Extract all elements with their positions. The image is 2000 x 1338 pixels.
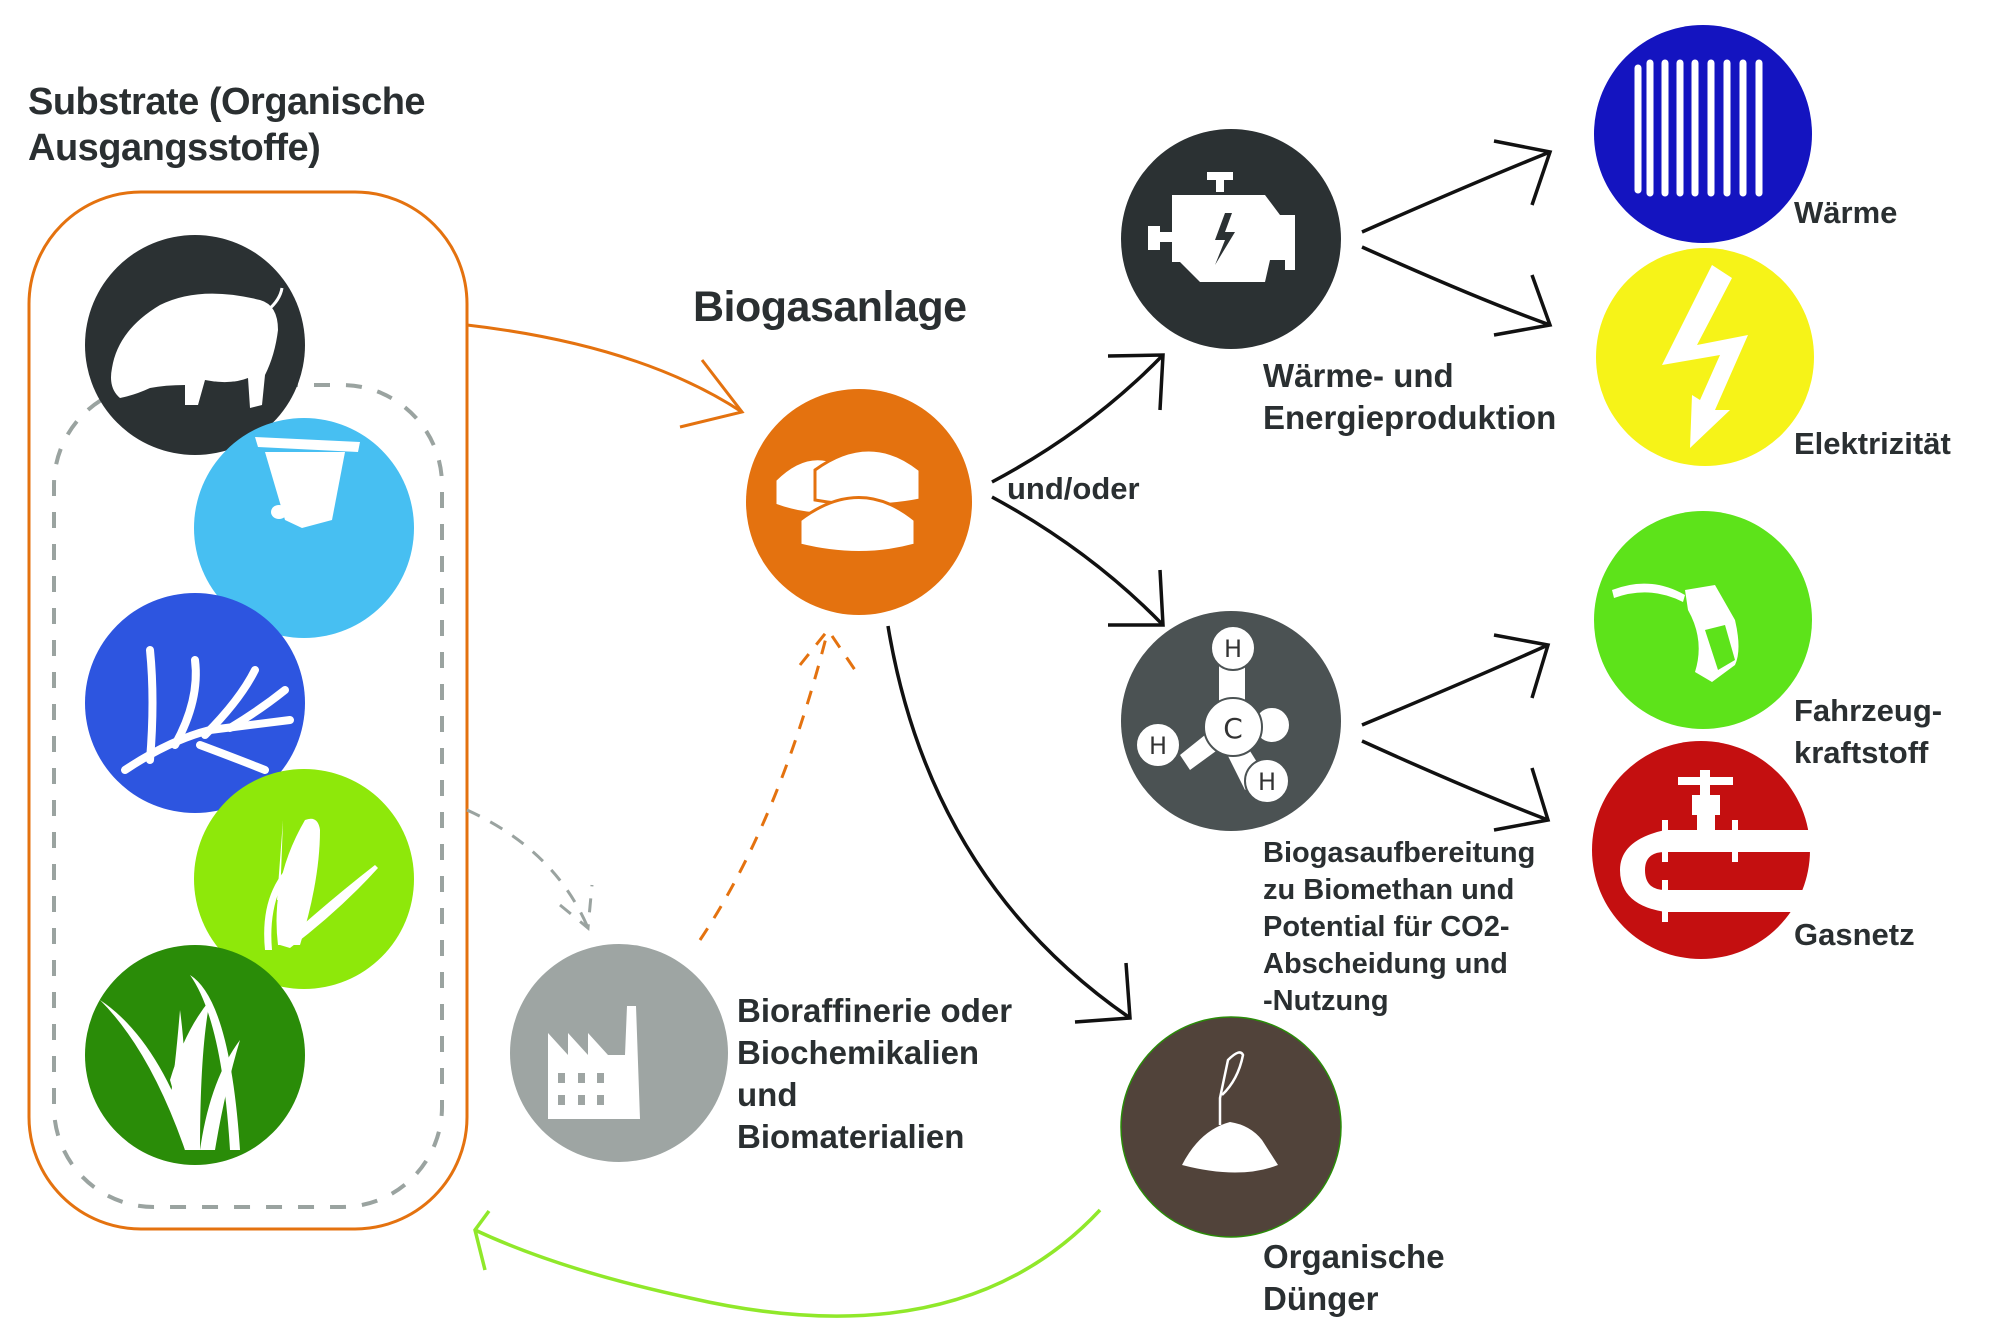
atom-h-top: H	[1224, 635, 1242, 663]
biorefinery-label-line: Biomaterialien	[737, 1118, 965, 1155]
biogas-plant-title: Biogasanlage	[693, 283, 967, 331]
fertilizer-node	[1120, 1016, 1342, 1238]
gas-grid-label: Gasnetz	[1794, 917, 1915, 952]
biorefinery-label-line: und	[737, 1076, 798, 1113]
arrow-heat-power-to-heat	[1361, 139, 1553, 234]
factory-icon	[548, 1006, 640, 1119]
biorefinery-label: Bioraffinerie oder Biochemikalien und Bi…	[737, 990, 1012, 1158]
grass-icon	[100, 975, 240, 1150]
substrate-seaweed	[85, 593, 305, 813]
gas-grid-output-node	[1592, 741, 1810, 959]
upgrading-node: H C H H	[1121, 611, 1341, 831]
upgrading-label-line: -Nutzung	[1263, 985, 1389, 1017]
heat-power-label: Wärme- und Energieproduktion	[1263, 355, 1556, 439]
digester-tanks-icon	[773, 448, 922, 554]
fuel-output-node	[1594, 511, 1812, 729]
and-or-label: und/oder	[1007, 471, 1140, 506]
upgrading-label-line: Abscheidung und	[1263, 948, 1508, 980]
arrow-substrate-to-biorefinery	[466, 808, 594, 931]
atom-c: C	[1223, 712, 1243, 745]
heat-label: Wärme	[1794, 195, 1898, 230]
substrate-container	[27, 190, 469, 1231]
upgrading-label: Biogasaufbereitung zu Biomethan und Pote…	[1263, 835, 1535, 1020]
upgrading-label-line: zu Biomethan und	[1263, 874, 1515, 906]
substrate-corn	[194, 769, 414, 989]
upgrading-label-line: Biogasaufbereitung	[1263, 837, 1536, 869]
sprout-soil-icon	[1182, 1051, 1278, 1173]
electricity-label: Elektrizität	[1794, 426, 1951, 461]
substrate-title-line1: Substrate (Organische	[28, 81, 426, 123]
substrate-grass	[85, 945, 305, 1165]
arrow-biogas-to-fertilizer	[886, 625, 1132, 1024]
arrow-biogas-to-upgrading	[991, 495, 1165, 627]
waste-bin-icon	[255, 437, 360, 528]
substrate-waste-bin	[194, 418, 414, 638]
biogas-plant-node	[746, 389, 972, 615]
arrow-substrate-to-biogas	[466, 323, 745, 429]
substrate-pig	[85, 235, 305, 455]
fertilizer-label-line1: Organische	[1263, 1238, 1445, 1275]
heat-power-label-line2: Energieproduktion	[1263, 399, 1557, 436]
methane-molecule-icon: H C H H	[1135, 625, 1291, 804]
corn-icon	[264, 818, 378, 950]
biorefinery-label-line: Biochemikalien	[737, 1034, 980, 1071]
arrow-upgrading-to-fuel	[1361, 633, 1551, 727]
fuel-label-line1: Fahrzeug-	[1794, 693, 1943, 728]
atom-h-left: H	[1149, 732, 1167, 760]
heat-output-node	[1594, 25, 1812, 243]
gas-pipe-valve-icon	[1620, 770, 1810, 922]
electricity-output-node	[1596, 248, 1814, 466]
lightning-bolt-icon	[1662, 265, 1748, 448]
atom-h-bottom: H	[1258, 768, 1276, 796]
heat-power-node	[1121, 129, 1341, 349]
arrow-biogas-to-heat-power	[991, 353, 1165, 484]
arrow-fertilizer-to-substrate	[473, 1208, 1102, 1318]
upgrading-label-line: Potential für CO2-	[1263, 911, 1510, 943]
substrate-title: Substrate (Organische Ausgangsstoffe)	[28, 80, 426, 171]
fuel-label-line2: kraftstoff	[1794, 735, 1929, 770]
arrow-biorefinery-to-biogas	[698, 627, 857, 941]
substrate-dashed-loop	[52, 383, 444, 1209]
substrate-title-line2: Ausgangsstoffe)	[28, 126, 321, 169]
pig-icon	[111, 287, 284, 408]
radiator-icon	[1634, 59, 1763, 197]
biorefinery-label-line: Bioraffinerie oder	[737, 992, 1013, 1029]
engine-icon	[1148, 172, 1295, 282]
seaweed-icon	[121, 646, 294, 774]
fertilizer-label: Organische Dünger	[1263, 1236, 1445, 1320]
arrow-upgrading-to-grid	[1361, 739, 1551, 832]
fertilizer-label-line2: Dünger	[1263, 1280, 1379, 1317]
arrow-heat-power-to-electricity	[1361, 245, 1553, 337]
fuel-label: Fahrzeug- kraftstoff	[1794, 690, 1942, 774]
biorefinery-node	[510, 944, 728, 1162]
fuel-nozzle-icon	[1612, 583, 1739, 682]
heat-power-label-line1: Wärme- und	[1263, 357, 1454, 394]
